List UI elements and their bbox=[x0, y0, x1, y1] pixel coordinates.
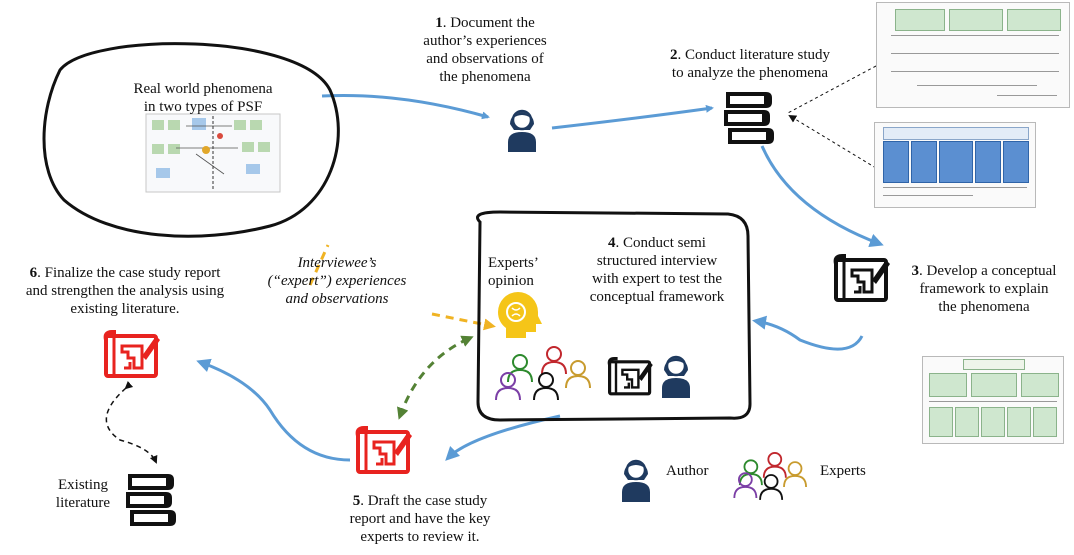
experts-legend-icon bbox=[733, 452, 808, 501]
step-1-line4: the phenomena bbox=[439, 69, 531, 85]
step-1-line3: and observations of bbox=[426, 51, 544, 67]
experts-opinion-label: Experts’ opinion bbox=[488, 254, 568, 290]
step-1-line2: author’s experiences bbox=[423, 33, 547, 49]
step-6-line2: and strengthen the analysis using bbox=[25, 283, 225, 299]
phenomena-thumbnail bbox=[145, 113, 281, 193]
step-5-line3: experts to review it. bbox=[360, 529, 480, 545]
interviewee-line3: and observations bbox=[285, 291, 389, 307]
framework-icon-step6 bbox=[103, 330, 162, 378]
step-1-line1: . Document the bbox=[442, 15, 535, 31]
step-6-label: 6. Finalize the case study report and st… bbox=[0, 264, 250, 318]
interviewee-line2: (“expert”) experiences bbox=[267, 273, 407, 289]
step-6-line1: . Finalize the case study report bbox=[37, 265, 221, 281]
step-5-label: 5. Draft the case study report and have … bbox=[330, 492, 510, 546]
arrow-4-to-5 bbox=[445, 414, 561, 461]
existing-literature-line2: literature bbox=[55, 495, 111, 511]
interview-box bbox=[476, 210, 752, 422]
step-2-label: 2. Conduct literature study to analyze t… bbox=[640, 46, 860, 82]
arrow-1-to-person bbox=[321, 93, 490, 120]
author-icon-step1 bbox=[506, 109, 538, 154]
step-4-number: 4 bbox=[608, 235, 616, 251]
step-3-line1: . Develop a conceptual bbox=[919, 263, 1057, 279]
step-5-number: 5 bbox=[352, 493, 361, 509]
phenomena-line2: in two types of PSF bbox=[143, 99, 263, 115]
step-2-line1: . Conduct literature study bbox=[677, 47, 830, 63]
step-4-line4: conceptual framework bbox=[589, 289, 725, 305]
arrow-person-to-2 bbox=[551, 104, 714, 130]
step-2-number: 2 bbox=[670, 47, 678, 63]
step-1-number: 1 bbox=[435, 15, 443, 31]
books-icon-step2 bbox=[724, 92, 774, 144]
legend-experts-label: Experts bbox=[820, 463, 866, 479]
author-icon-step4 bbox=[660, 355, 692, 400]
legend-author-label: Author bbox=[666, 463, 709, 479]
step-3-line2: framework to explain bbox=[919, 281, 1049, 297]
step-6-number: 6 bbox=[29, 265, 38, 281]
existing-literature-label: Existing literature bbox=[46, 476, 120, 512]
step-4-line3: with expert to test the bbox=[592, 271, 722, 287]
step-4-label: 4. Conduct semi structured interview wit… bbox=[572, 234, 742, 306]
phenomena-ellipse bbox=[42, 42, 340, 238]
step-2-line2: to analyze the phenomena bbox=[671, 65, 829, 81]
arrow-experts-review bbox=[397, 335, 474, 420]
step-5-line1: . Draft the case study bbox=[360, 493, 488, 509]
step-3-label: 3. Develop a conceptual framework to exp… bbox=[896, 262, 1072, 316]
framework-icon-step5 bbox=[355, 426, 414, 474]
arrow-3-to-4 bbox=[752, 315, 864, 351]
dotted-leader-2 bbox=[788, 114, 877, 169]
interviewee-line1: Interviewee’s bbox=[297, 255, 377, 271]
dotted-leader-1 bbox=[785, 65, 877, 115]
step-1-label: 1. Document the author’s experiences and… bbox=[400, 14, 570, 86]
phenomena-label: Real world phenomena in two types of PSF bbox=[118, 80, 288, 116]
step-4-line1: . Conduct semi bbox=[615, 235, 706, 251]
experts-opinion-line1: Experts’ bbox=[488, 255, 539, 271]
step-5-line2: report and have the key bbox=[349, 511, 491, 527]
framework-icon-step4 bbox=[607, 357, 655, 396]
brain-head-icon bbox=[498, 292, 542, 338]
step-6-line3: existing literature. bbox=[70, 301, 180, 317]
step-3-line3: the phenomena bbox=[938, 299, 1030, 315]
experts-opinion-line2: opinion bbox=[488, 273, 534, 289]
author-icon-legend bbox=[620, 459, 652, 504]
existing-literature-line1: Existing bbox=[57, 477, 108, 493]
literature-process-diagram bbox=[874, 122, 1036, 208]
phenomena-line1: Real world phenomena bbox=[133, 81, 273, 97]
step-3-number: 3 bbox=[911, 263, 920, 279]
books-icon-existing-literature bbox=[126, 474, 176, 526]
arrow-interviewee-dashed bbox=[308, 244, 330, 286]
step-4-line2: structured interview bbox=[596, 253, 718, 269]
arrow-5-to-6 bbox=[196, 358, 351, 462]
experts-group-icon bbox=[495, 346, 591, 401]
arrow-existing-literature bbox=[105, 381, 158, 464]
literature-governance-diagram bbox=[876, 2, 1070, 108]
arrow-2-to-3 bbox=[760, 145, 884, 248]
arrow-interviewee-to-brain bbox=[431, 312, 496, 331]
conceptual-framework-diagram bbox=[922, 356, 1064, 444]
interviewee-label: Interviewee’s (“expert”) experiences and… bbox=[262, 254, 412, 308]
framework-icon-step3 bbox=[833, 254, 892, 302]
